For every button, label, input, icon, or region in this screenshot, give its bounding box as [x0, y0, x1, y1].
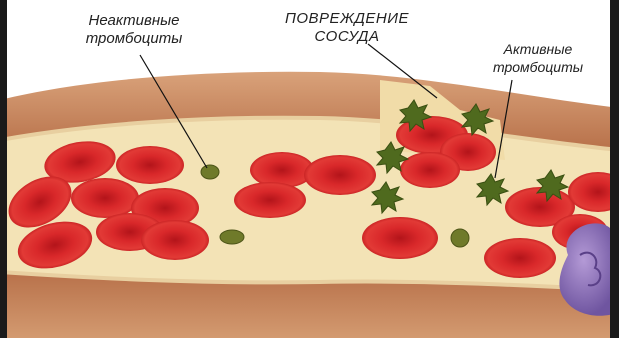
- red-blood-cell: [71, 178, 139, 218]
- red-blood-cell: [250, 152, 314, 188]
- inactive-platelet: [201, 165, 219, 179]
- label-vessel-damage: ПОВРЕЖДЕНИЕ СОСУДА: [262, 10, 432, 46]
- red-blood-cell: [234, 182, 306, 218]
- inactive-platelet: [220, 230, 244, 244]
- red-blood-cell: [362, 217, 438, 259]
- frame-border-left: [0, 0, 7, 338]
- frame-border-right: [610, 0, 619, 338]
- red-blood-cell: [304, 155, 376, 195]
- red-blood-cell: [116, 146, 184, 184]
- red-blood-cell: [141, 220, 209, 260]
- red-blood-cell: [484, 238, 556, 278]
- red-blood-cell: [400, 152, 460, 188]
- label-active-platelets: Активные тромбоциты: [468, 40, 608, 76]
- label-inactive-platelets: Неактивные тромбоциты: [64, 12, 204, 48]
- inactive-platelet: [451, 229, 469, 247]
